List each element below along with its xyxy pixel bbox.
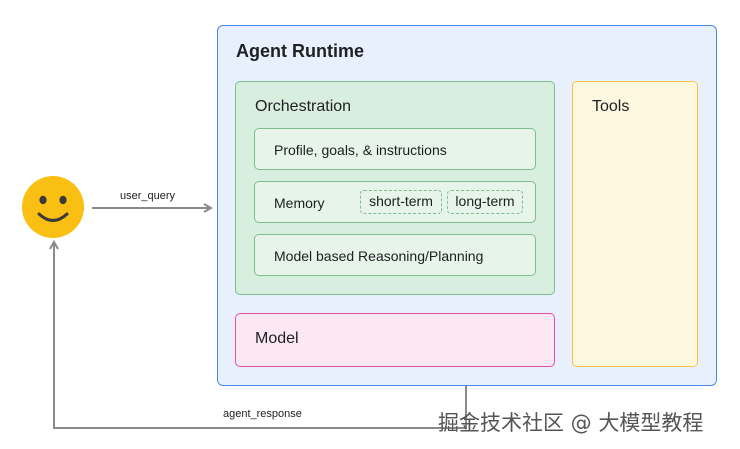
reasoning-box: Model based Reasoning/Planning [254,234,536,276]
user-query-label: user_query [120,190,176,202]
orchestration-title: Orchestration [255,98,352,115]
tools-title: Tools [592,98,630,115]
agent-runtime-title: Agent Runtime [236,41,364,61]
agent-response-label: agent_response [223,408,302,420]
memory-tag-long-term: long-term [447,190,523,214]
smiley-face-icon [22,176,84,238]
tools-box [572,81,698,367]
profile-goals-label: Profile, goals, & instructions [274,142,447,158]
profile-goals-box: Profile, goals, & instructions [254,128,536,170]
memory-label: Memory [274,195,325,211]
memory-tag-short-term: short-term [360,190,442,214]
watermark-text: 掘金技术社区 @ 大模型教程 [438,411,704,435]
model-title: Model [255,330,299,347]
model-box [235,313,555,367]
agent-response-arrow [54,242,467,429]
reasoning-label: Model based Reasoning/Planning [274,248,484,264]
memory-box: Memory short-term long-term [254,181,536,223]
